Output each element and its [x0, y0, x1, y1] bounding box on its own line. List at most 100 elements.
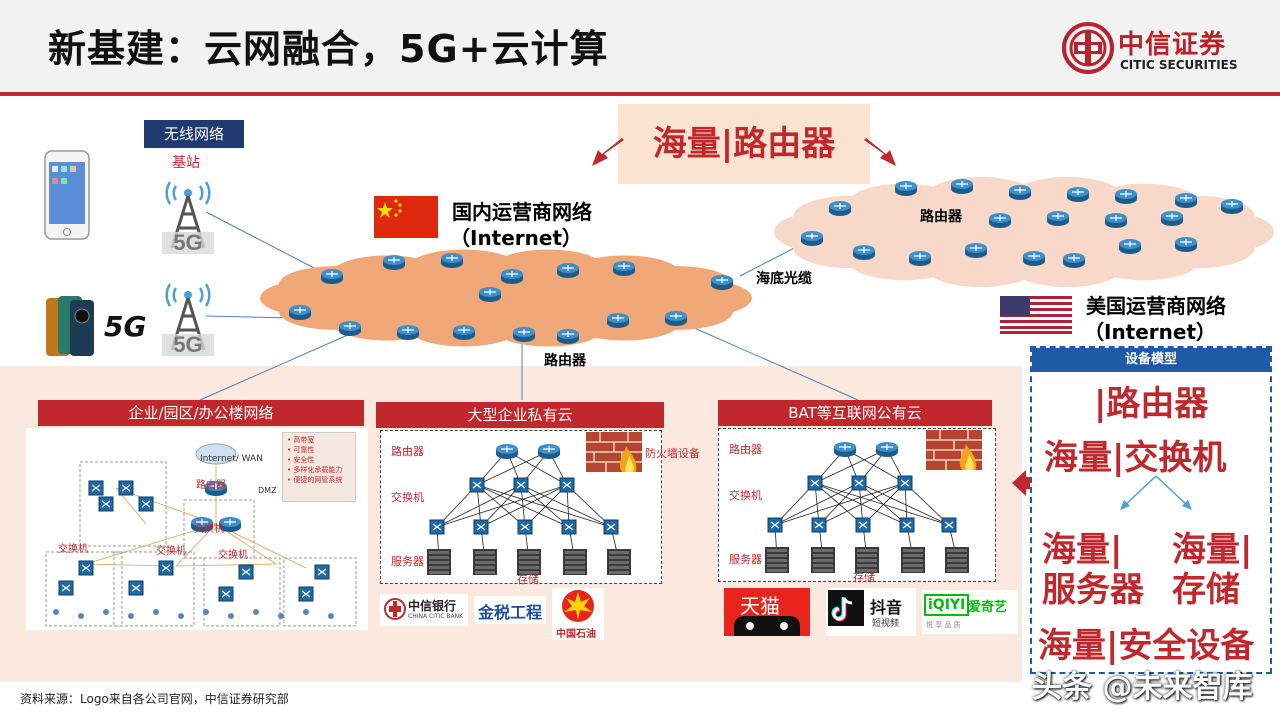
device-model-header: 设备模型	[1032, 348, 1270, 372]
private-switch-label: 交换机	[391, 491, 424, 504]
server-icon	[607, 549, 631, 575]
private-storage-label: 存储	[517, 573, 539, 586]
router-icon	[989, 213, 1011, 228]
endpoint-icon	[78, 613, 84, 619]
switch-icon	[88, 480, 104, 496]
server-icon	[427, 549, 451, 575]
switch-icon	[78, 560, 94, 576]
endpoint-icon	[103, 609, 109, 615]
dc-link	[436, 484, 568, 528]
endpoint-icon	[278, 613, 284, 619]
endpoint-icon	[203, 609, 209, 615]
enterprise-features-box: • 高带宽• 可靠性• 安全性• 多样化承载能力• 便捷的网管系统	[282, 432, 356, 502]
router-icon	[1023, 251, 1045, 266]
server-icon	[901, 547, 925, 573]
network-link	[675, 319, 859, 401]
device-router-text: |路由器	[1094, 384, 1209, 424]
router-icon	[219, 517, 241, 532]
iqiyi-cn-text: 爱奇艺	[968, 600, 1008, 615]
public-router-label: 路由器	[729, 443, 762, 456]
enterprise-router-label: 路由器	[196, 480, 226, 491]
server-icon	[945, 547, 969, 573]
switch-icon	[138, 496, 154, 512]
enterprise-zone	[283, 557, 357, 627]
router-icon	[479, 287, 501, 302]
5g-tower-icon: 5G	[162, 283, 214, 357]
device-server-line1: 海量|	[1042, 530, 1123, 570]
switch-icon	[897, 475, 913, 491]
switch-icon	[473, 519, 489, 535]
switch-icon	[513, 477, 529, 493]
server-icon	[765, 547, 789, 573]
usa-flag-icon	[1000, 296, 1072, 334]
base-station-label: 基站	[172, 155, 200, 171]
switch-icon	[429, 519, 445, 535]
brand-logo: 中信证券 CITIC SECURITIES	[1062, 22, 1252, 80]
watermark: 头条 @未来智库	[1032, 670, 1253, 705]
citic-bank-cn: 中信银行	[408, 599, 457, 613]
server-icon	[517, 549, 541, 575]
feature-item: • 安全性	[287, 456, 315, 464]
feature-item: • 高带宽	[287, 436, 315, 444]
dc-link	[814, 482, 950, 526]
switch-icon	[559, 477, 575, 493]
iqiyi-text: iQIYI	[924, 594, 970, 616]
massive-router-callout: 海量|路由器	[618, 104, 870, 184]
branch-arrows-icon	[1120, 475, 1192, 510]
dc-link	[436, 484, 522, 528]
endpoint-icon	[228, 613, 234, 619]
server-icon	[473, 549, 497, 575]
us-network-subtitle: （Internet）	[1084, 320, 1217, 344]
device-storage-line1: 海量|	[1172, 530, 1253, 570]
enterprise-zone	[45, 551, 123, 627]
us-router-label: 路由器	[920, 209, 962, 225]
switch-icon	[98, 496, 114, 512]
switch-icon	[941, 517, 957, 533]
router-icon	[513, 327, 535, 342]
private-firewall-label: 防火墙设备	[645, 447, 700, 460]
brand-name-en: CITIC SECURITIES	[1120, 58, 1238, 72]
router-icon	[397, 325, 419, 340]
header-rule	[0, 92, 1280, 96]
device-security-text: 海量|安全设备	[1038, 626, 1255, 666]
enterprise-zone	[203, 557, 281, 627]
router-icon	[1105, 213, 1127, 228]
endpoint-icon	[128, 613, 134, 619]
endpoint-icon	[153, 609, 159, 615]
router-icon	[1175, 237, 1197, 252]
router-icon	[965, 243, 987, 258]
network-link	[205, 211, 319, 271]
douyin-logo: 抖音 短视频	[826, 588, 916, 636]
private-server-label: 服务器	[391, 555, 424, 568]
switch-icon	[855, 517, 871, 533]
endpoint-icon	[53, 609, 59, 615]
switch-icon	[767, 517, 783, 533]
citic-bank-logo: 中信银行 CHINA CITIC BANK	[380, 594, 468, 626]
router-icon	[801, 231, 823, 246]
endpoint-icon	[178, 613, 184, 619]
switch-icon	[314, 564, 330, 580]
router-icon	[876, 442, 898, 457]
server-icon	[563, 549, 587, 575]
endpoint-icon	[253, 609, 259, 615]
wireless-network-label: 无线网络	[144, 120, 244, 148]
dc-link	[844, 448, 906, 484]
router-icon	[1221, 199, 1243, 214]
feature-item: • 多样化承载能力	[287, 466, 343, 474]
switch-icon	[807, 475, 823, 491]
douyin-subtext: 短视频	[872, 619, 900, 629]
brand-name-cn: 中信证券	[1118, 30, 1227, 60]
endpoint-icon	[328, 613, 334, 619]
router-icon	[383, 255, 405, 270]
device-server-line2: 服务器	[1042, 570, 1144, 610]
router-icon	[205, 481, 227, 496]
dc-link	[774, 482, 906, 526]
server-icon	[855, 547, 879, 573]
petrochina-logo: 中国石油	[552, 588, 604, 640]
domestic-router-label: 路由器	[544, 353, 586, 369]
router-icon	[909, 251, 931, 266]
device-switch-text: 海量|交换机	[1044, 438, 1227, 478]
network-link	[199, 333, 351, 401]
5g-phone-icon	[46, 296, 94, 356]
router-icon	[339, 321, 361, 336]
